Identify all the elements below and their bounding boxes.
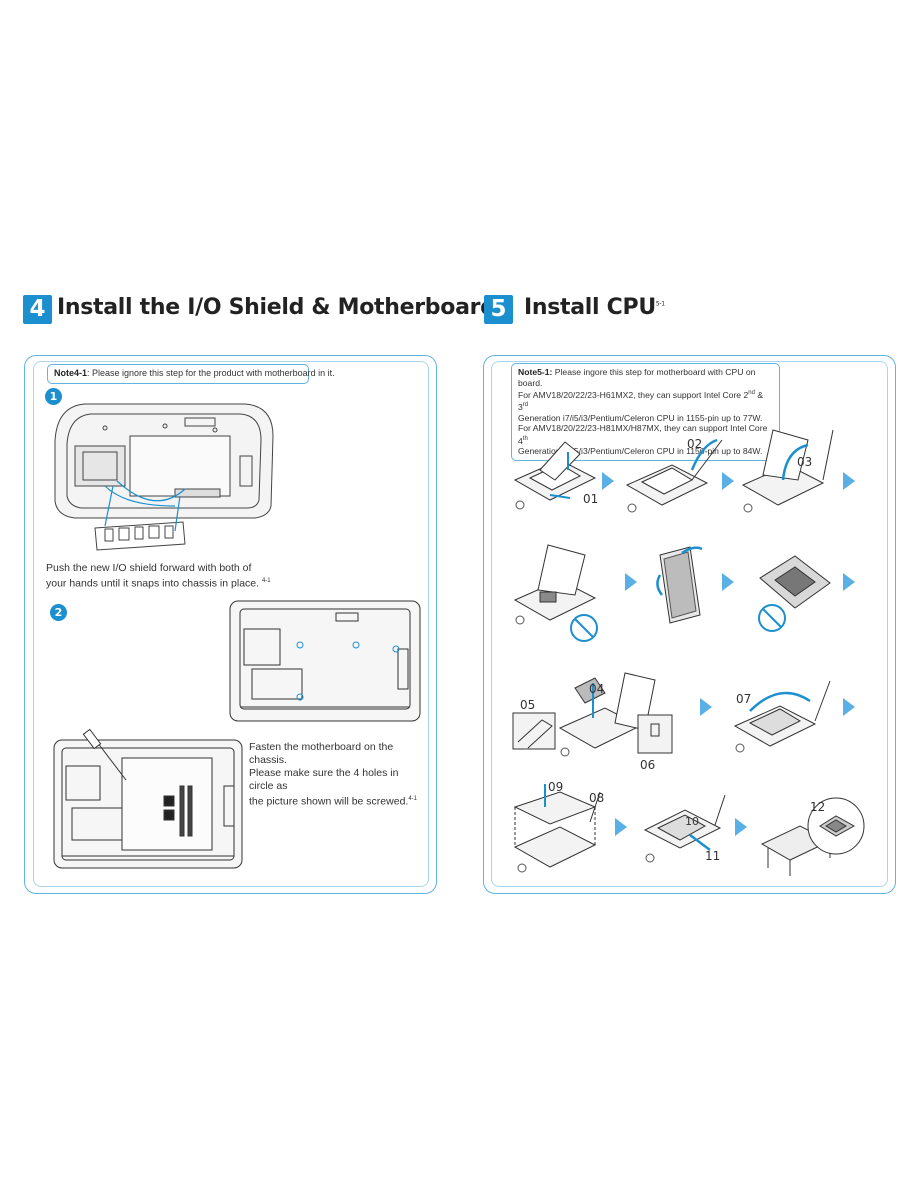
step-5-title-ref: 5-1 <box>655 300 665 308</box>
label-08: 08 <box>589 791 605 805</box>
arrow-right-10 <box>735 818 747 836</box>
cpu-close-lid <box>733 680 831 753</box>
label-10: 10 <box>685 815 699 828</box>
cpu-notch-detail-left <box>512 712 556 750</box>
arrow-right-3 <box>843 472 855 490</box>
label-05: 05 <box>520 698 536 712</box>
note-5-1-line3: Generation i7/i5/i3/Pentium/Celeron CPU … <box>518 412 763 423</box>
cpu-orientation-illustration <box>656 546 703 624</box>
step-4-panel <box>24 355 437 894</box>
cpu-lock-lever <box>643 794 726 863</box>
caption-fasten: Fasten the motherboard on the chassis. P… <box>249 741 419 809</box>
arrow-right-6 <box>843 573 855 591</box>
caption-fasten-line1: Fasten the motherboard on the chassis. <box>249 741 394 766</box>
label-06: 06 <box>640 758 656 772</box>
note-5-1-line1: Note5-1: Please ingore this step for mot… <box>518 367 756 388</box>
arrow-right-2 <box>722 472 734 490</box>
arrow-right-7 <box>700 698 712 716</box>
caption-io-shield: Push the new I/O shield forward with bot… <box>46 562 286 591</box>
note-5-1-line4: For AMV18/20/22/23-H81MX/H87MX, they can… <box>518 423 768 446</box>
arrow-right-8 <box>843 698 855 716</box>
step-4-panel-inner <box>33 361 429 887</box>
caption-fasten-ref: 4-1 <box>408 796 417 802</box>
note-5-1-line2: For AMV18/20/22/23-H61MX2, they can supp… <box>518 389 764 413</box>
caption-fasten-line2: Please make sure the 4 holes in circle a… <box>249 767 399 792</box>
label-02: 02 <box>687 437 703 451</box>
label-03: 03 <box>797 455 813 469</box>
step-5-panel-inner <box>491 361 888 887</box>
note-5-1-line5: Generation i7/i5/i3/Pentium/Celeron CPU … <box>518 446 763 457</box>
motherboard-fasten-illustration <box>53 728 243 869</box>
step-4-number: 4 <box>23 295 52 324</box>
chassis-io-shield-illustration <box>54 403 274 551</box>
cpu-socket-step-2 <box>625 438 723 513</box>
note-5-1: Note5-1: Please ingore this step for mot… <box>511 363 780 461</box>
substep-1-badge: 1 <box>45 388 62 405</box>
caption-io-shield-line1: Push the new I/O shield forward with bot… <box>46 562 252 574</box>
cpu-installed-detail <box>760 797 865 876</box>
chassis-top-view-illustration <box>229 600 421 722</box>
arrow-right-4 <box>625 573 637 591</box>
label-04: 04 <box>589 682 605 696</box>
arrow-right-5 <box>722 573 734 591</box>
note-4-1: Note4-1: Please ignore this step for the… <box>47 364 335 384</box>
caption-fasten-line3: the picture shown will be screwed.4-1 <box>249 795 417 808</box>
cpu-socket-step-1 <box>513 441 597 510</box>
label-12: 12 <box>810 800 826 814</box>
cpu-notch-detail-right <box>637 714 673 754</box>
cpu-remove-cap <box>513 784 601 873</box>
note-4-1-text: : Please ignore this step for the produc… <box>87 368 335 378</box>
step-5-number: 5 <box>484 295 513 324</box>
step-4-title: Install the I/O Shield & Motherboard <box>57 295 496 320</box>
step-5-title: Install CPU5-1 <box>524 295 665 320</box>
substep-2-badge: 2 <box>50 604 67 621</box>
caption-io-shield-ref: 4-1 <box>261 578 271 584</box>
arrow-right-9 <box>615 818 627 836</box>
step-5-panel <box>483 355 896 894</box>
caption-io-shield-line2: your hands until it snaps into chassis i… <box>46 577 271 590</box>
cpu-socket-step-3 <box>741 429 834 513</box>
note-4-1-label: Note4-1 <box>54 368 88 378</box>
cpu-socket-open-no-touch <box>513 544 598 642</box>
label-09: 09 <box>548 780 564 794</box>
cpu-no-touch-pins <box>758 555 831 632</box>
label-07: 07 <box>736 692 752 706</box>
label-01: 01 <box>583 492 599 506</box>
arrow-right-1 <box>602 472 614 490</box>
label-11: 11 <box>705 849 721 863</box>
